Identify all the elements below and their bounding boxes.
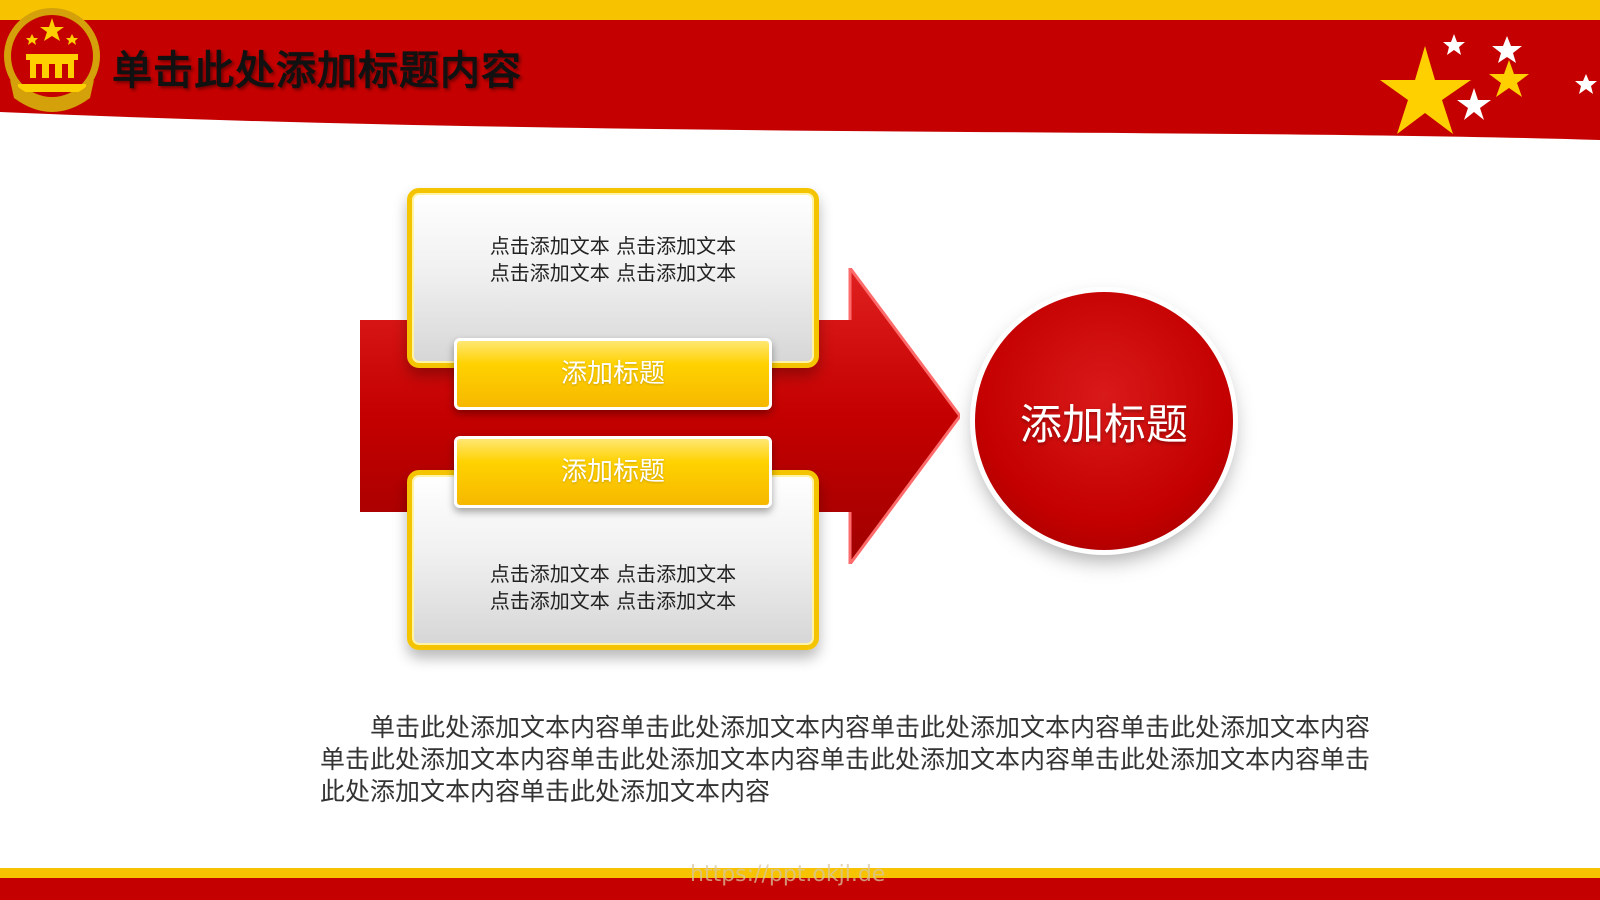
slide-title[interactable]: 单击此处添加标题内容	[112, 48, 522, 94]
bottom-box-line-2: 点击添加文本 点击添加文本	[489, 589, 737, 613]
body-paragraph[interactable]: 单击此处添加文本内容单击此处添加文本内容单击此处添加文本内容单击此处添加文本内容…	[320, 713, 1371, 806]
top-title-tag[interactable]: 添加标题	[454, 338, 772, 410]
top-box-line-2: 点击添加文本 点击添加文本	[489, 261, 737, 285]
top-box-text: 点击添加文本 点击添加文本 点击添加文本 点击添加文本	[412, 233, 814, 287]
star-icon	[1380, 34, 1597, 134]
top-box-line-1: 点击添加文本 点击添加文本	[489, 234, 737, 258]
national-emblem-icon	[4, 8, 100, 112]
circle-label: 添加标题	[1019, 399, 1188, 449]
footer-band	[0, 868, 1600, 900]
watermark-text: https://ppt.okjl.de	[690, 862, 886, 887]
header-band	[0, 0, 1600, 140]
bottom-title-tag[interactable]: 添加标题	[454, 436, 772, 508]
bottom-box-text: 点击添加文本 点击添加文本 点击添加文本 点击添加文本	[412, 561, 814, 615]
bottom-box-line-1: 点击添加文本 点击添加文本	[489, 562, 737, 586]
title-circle[interactable]: 添加标题	[975, 292, 1233, 550]
